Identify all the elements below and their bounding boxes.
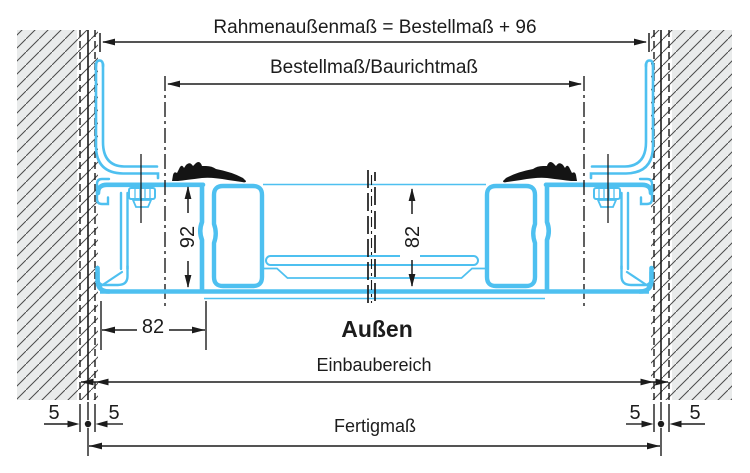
frame-width-value: 82 bbox=[142, 316, 164, 338]
sash-depth-dimension: 82 bbox=[400, 188, 424, 287]
order-dim-label: Bestellmaß/Baurichtmaß bbox=[270, 57, 478, 78]
arrowhead bbox=[184, 186, 192, 199]
install-area-label: Einbaubereich bbox=[316, 355, 431, 375]
gap-value-left-inner: 5 bbox=[108, 402, 119, 424]
frame-width-dimension: 82 bbox=[100, 301, 207, 350]
arrowhead bbox=[408, 188, 416, 201]
arrowhead bbox=[192, 326, 205, 334]
frame-depth-value: 92 bbox=[177, 226, 199, 248]
center-break-lines bbox=[367, 170, 376, 307]
frame-outer-dim-label: Rahmenaußenmaß = Bestellmaß + 96 bbox=[213, 17, 536, 38]
arrowhead bbox=[408, 274, 416, 287]
gap-value-right-inner: 5 bbox=[629, 402, 640, 424]
outside-label: Außen bbox=[341, 316, 413, 342]
arrowhead bbox=[102, 326, 115, 334]
right-wall-hatch bbox=[651, 30, 732, 400]
frame-depth-dimension: 92 bbox=[177, 186, 199, 288]
dimension-shafts bbox=[81, 41, 668, 447]
arrowhead bbox=[184, 275, 192, 288]
gap-value-right-outer: 5 bbox=[689, 402, 700, 424]
gap-value-left-outer: 5 bbox=[48, 402, 59, 424]
left-wall-hatch bbox=[17, 30, 98, 400]
finished-dim-label: Fertigmaß bbox=[334, 416, 416, 436]
sash-depth-value: 82 bbox=[402, 226, 424, 248]
